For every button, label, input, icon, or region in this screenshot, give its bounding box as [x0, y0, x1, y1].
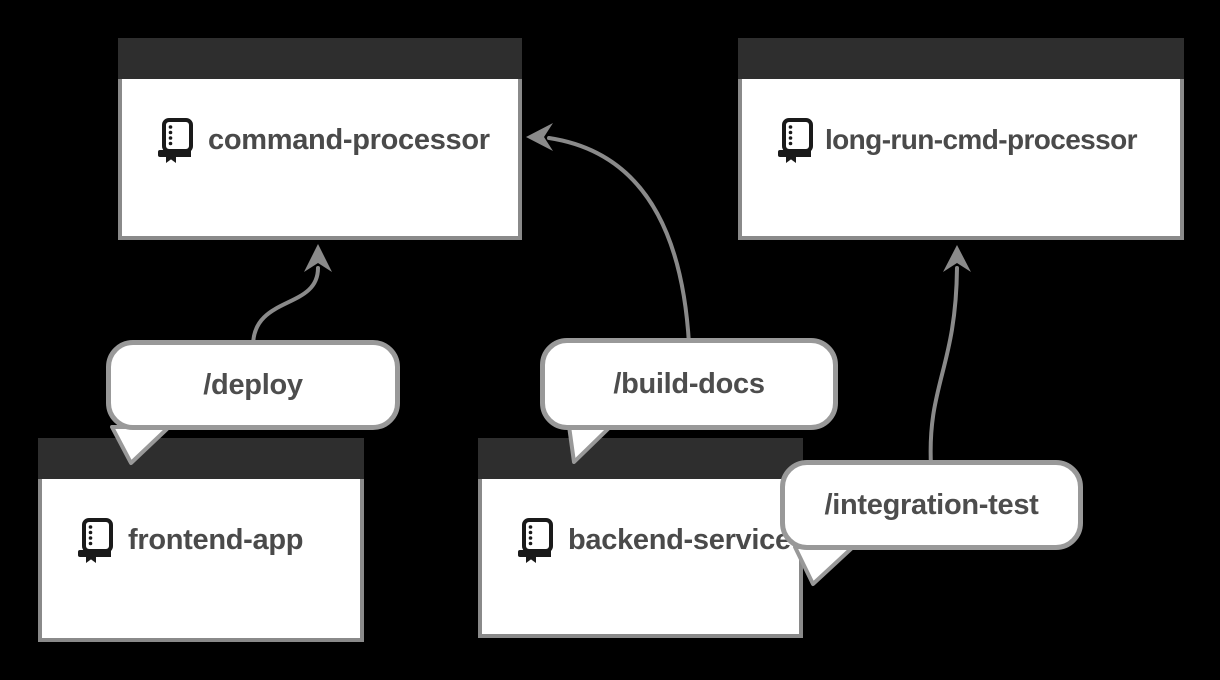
arrow-deploy-to-command-processor — [251, 266, 320, 348]
command-label: /integration-test — [824, 488, 1039, 521]
arrowhead-deploy — [304, 244, 332, 272]
arrow-integration-test-to-long-run — [928, 266, 959, 468]
arrow-build-docs-to-command-processor — [547, 136, 691, 346]
repo-card-header — [118, 38, 522, 79]
repo-card-body: frontend-app — [38, 479, 364, 642]
repo-name: command-processor — [208, 123, 490, 156]
repo-card-command-processor: command-processor — [118, 38, 522, 240]
repo-card-body: backend-service — [478, 479, 803, 638]
command-label: /build-docs — [613, 367, 765, 400]
command-bubble-deploy: /deploy — [106, 340, 400, 430]
repo-card-backend-service: backend-service — [478, 438, 803, 638]
repo-name: backend-service — [568, 523, 791, 556]
bubble-tail-integration-test — [793, 545, 855, 586]
repo-card-header — [38, 438, 364, 479]
command-label: /deploy — [203, 368, 303, 401]
repo-book-icon — [518, 517, 555, 563]
arrowhead-build-docs — [526, 123, 553, 151]
repo-name: long-run-cmd-processor — [825, 124, 1138, 155]
repo-card-body: command-processor — [118, 79, 522, 240]
command-bubble-integration-test: /integration-test — [780, 460, 1083, 550]
repo-card-frontend-app: frontend-app — [38, 438, 364, 642]
repo-book-icon — [778, 117, 815, 163]
repo-card-long-run-cmd-processor: long-run-cmd-processor — [738, 38, 1184, 240]
repo-book-icon — [158, 117, 195, 163]
repo-card-header — [478, 438, 803, 479]
repo-name: frontend-app — [128, 523, 304, 556]
repo-card-body: long-run-cmd-processor — [738, 79, 1184, 240]
arrowhead-integration-test — [943, 245, 971, 272]
repo-book-icon — [78, 517, 115, 563]
repo-card-header — [738, 38, 1184, 79]
command-bubble-build-docs: /build-docs — [540, 338, 838, 430]
